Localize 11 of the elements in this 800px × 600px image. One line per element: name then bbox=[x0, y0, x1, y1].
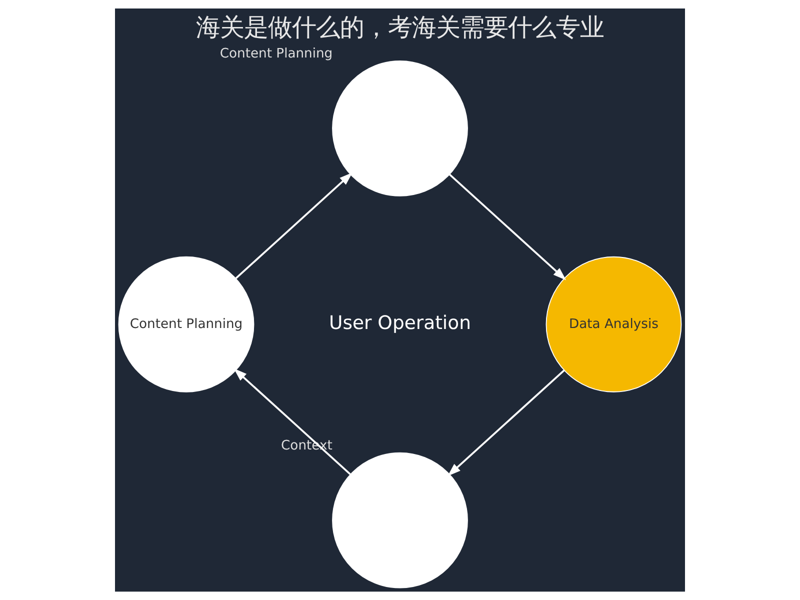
diagram-title: 海关是做什么的，考海关需要什么专业 bbox=[196, 12, 604, 42]
arrow bbox=[448, 174, 566, 280]
node-circle: Content Planning bbox=[118, 256, 254, 392]
node-label: Content Planning bbox=[220, 46, 333, 62]
arrow bbox=[234, 368, 351, 475]
node-circle: Data Analysis bbox=[546, 256, 682, 392]
arrow bbox=[448, 370, 565, 476]
node-circle bbox=[332, 452, 468, 588]
node-circle bbox=[332, 60, 468, 196]
label: User Operation bbox=[328, 313, 472, 334]
arrow bbox=[235, 172, 353, 280]
